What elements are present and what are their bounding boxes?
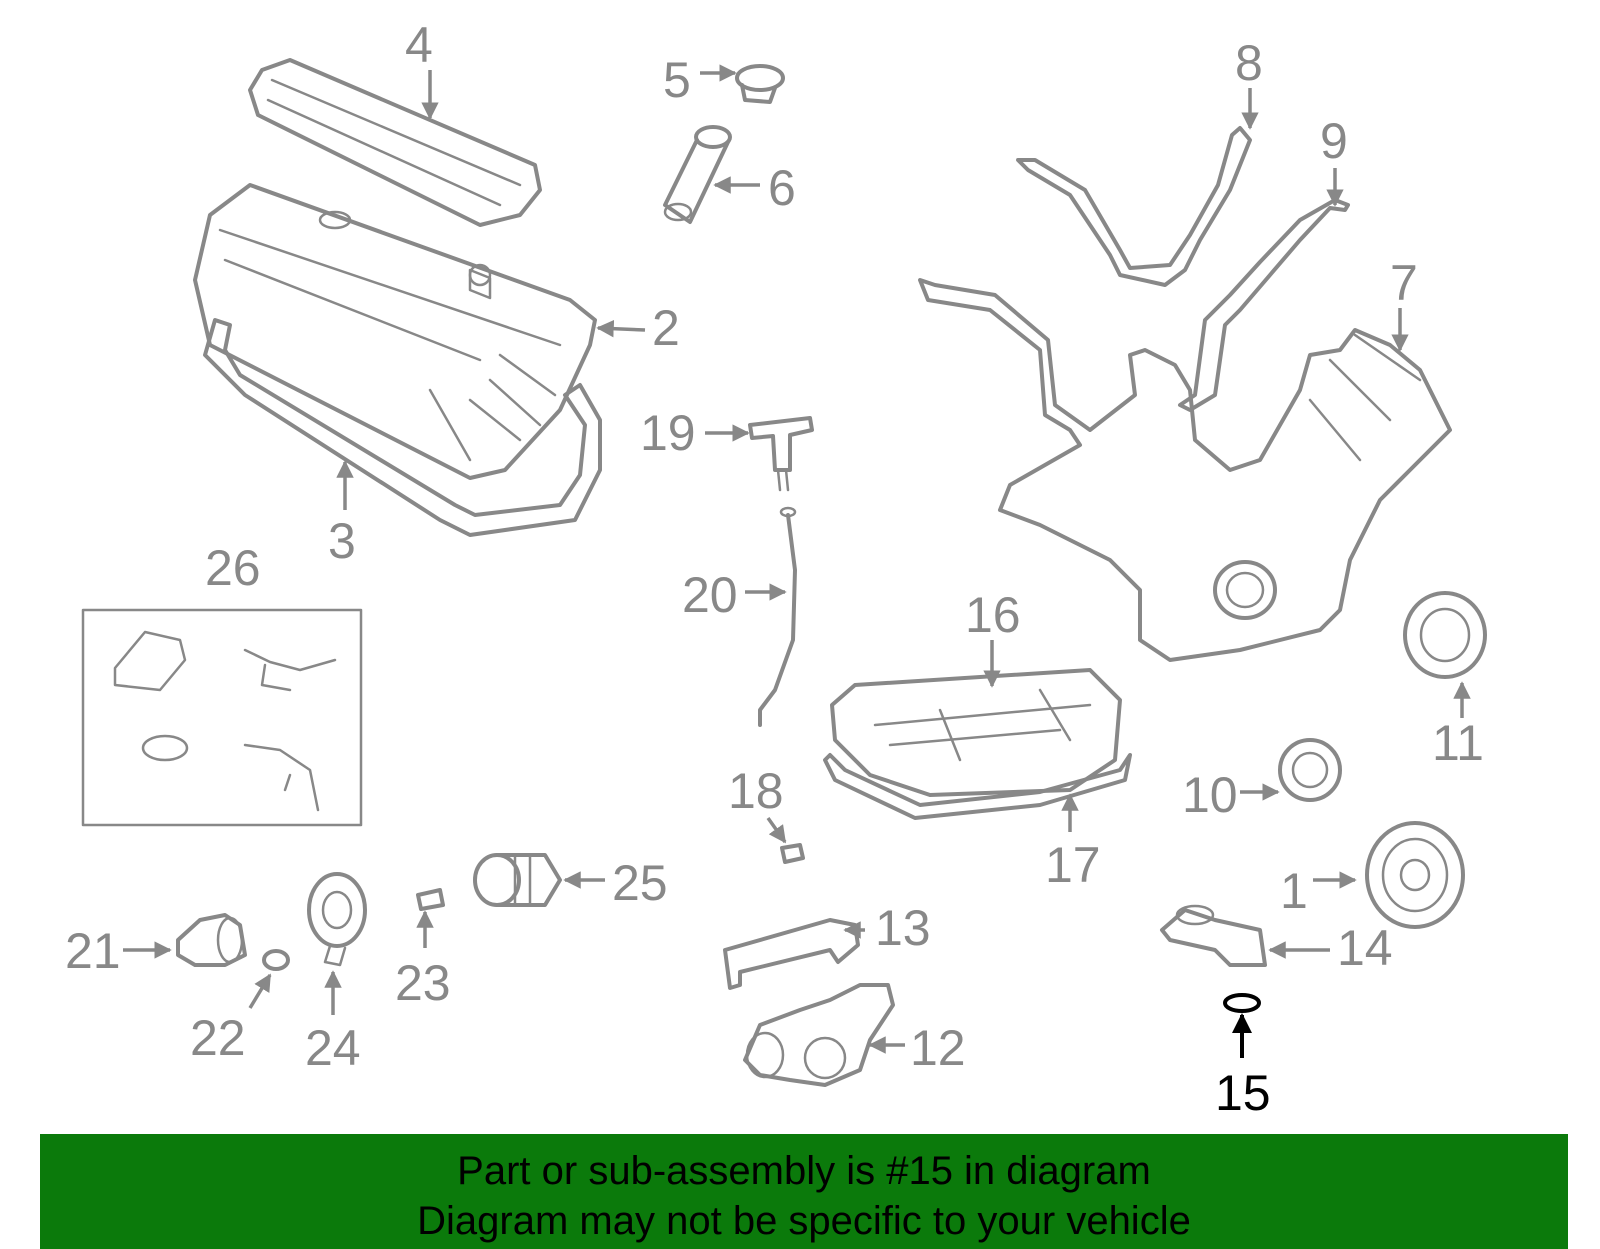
label-26: 26 [205,540,261,596]
label-6: 6 [768,160,796,216]
part-23-plug[interactable] [416,888,445,911]
label-5: 5 [663,52,691,108]
label-4: 4 [405,17,433,73]
part-15-o-ring-highlighted[interactable] [1223,993,1261,1013]
part-9-front-cover-gasket-right[interactable] [1178,198,1350,412]
part-12-water-pump-housing[interactable] [743,983,895,1087]
part-21-thermostat-housing[interactable] [176,913,247,967]
label-14: 14 [1337,920,1393,976]
label-17: 17 [1045,837,1101,893]
label-8: 8 [1235,35,1263,91]
part-6-filler-tube[interactable] [663,125,732,224]
label-9: 9 [1320,113,1348,169]
label-18: 18 [728,763,784,819]
part-11-crank-seal[interactable] [1403,591,1487,679]
part-13-bracket[interactable] [723,918,860,990]
part-7-timing-cover[interactable] [918,278,1452,662]
label-22: 22 [190,1010,246,1066]
part-10-seal[interactable] [1278,738,1342,802]
label-11: 11 [1432,715,1484,771]
part-17-oil-pan-gasket[interactable] [823,753,1132,820]
label-3: 3 [328,513,356,569]
label-13: 13 [875,900,931,956]
label-20: 20 [682,567,738,623]
part-8-front-cover-gasket[interactable] [1016,126,1252,287]
label-15: 15 [1215,1065,1271,1121]
part-4-valve-cover-gasket[interactable] [248,58,542,227]
info-banner: Part or sub-assembly is #15 in diagram D… [40,1134,1568,1249]
part-25-oil-filter[interactable] [473,853,562,907]
part-3-cover-gasket[interactable] [203,318,602,537]
part-19-dipstick-handle[interactable] [748,416,814,492]
label-1: 1 [1280,863,1308,919]
label-25: 25 [612,855,668,911]
banner-line-1: Part or sub-assembly is #15 in diagram [457,1149,1151,1193]
part-26-sensor-kit[interactable] [81,608,363,827]
label-10: 10 [1182,767,1238,823]
label-21: 21 [65,923,121,979]
part-22-sensor[interactable] [262,949,290,971]
part-2-valve-cover[interactable] [193,183,597,480]
label-2: 2 [652,300,680,356]
part-16-oil-pan[interactable] [830,668,1122,797]
part-24-oil-cooler[interactable] [307,872,367,967]
label-24: 24 [305,1020,361,1076]
label-16: 16 [965,587,1021,643]
label-7: 7 [1390,255,1418,311]
label-23: 23 [395,955,451,1011]
part-5-oil-filler-cap[interactable] [735,64,785,104]
part-1-crankshaft-pulley[interactable] [1365,821,1465,929]
banner-line-2: Diagram may not be specific to your vehi… [417,1199,1191,1243]
part-14-engine-mount[interactable] [1160,904,1267,967]
label-12: 12 [910,1020,966,1076]
part-18-bolt[interactable] [780,843,805,864]
label-19: 19 [640,405,696,461]
part-20-dipstick-tube[interactable] [758,506,797,727]
